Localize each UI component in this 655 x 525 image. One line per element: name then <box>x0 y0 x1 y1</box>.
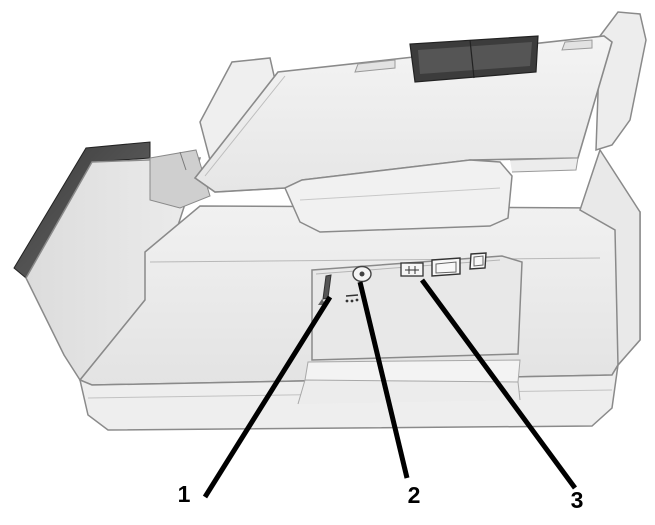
usb-port <box>400 252 487 277</box>
usb-icon <box>400 262 424 277</box>
callout-3-number: 3 <box>571 487 584 513</box>
scanner-base <box>78 359 619 431</box>
callout-2-leader <box>357 281 410 479</box>
callout-leaders <box>202 278 578 499</box>
dc-power-symbol-icon <box>345 294 359 303</box>
power-connector <box>345 265 372 303</box>
callout-1-number: 1 <box>178 481 191 507</box>
callout-1-leader <box>202 295 333 499</box>
input-tray <box>193 11 647 233</box>
output-slot <box>149 149 211 209</box>
callout-2-number: 2 <box>408 482 421 508</box>
callout-3-leader <box>419 278 578 490</box>
